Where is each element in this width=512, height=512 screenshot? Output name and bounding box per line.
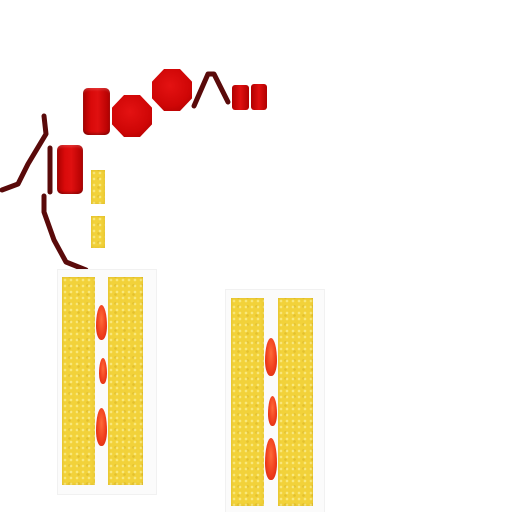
vine-stroke-root	[41, 193, 89, 273]
yellow-small-piece-upper[interactable]	[91, 170, 105, 204]
red-small-piece-left[interactable]	[232, 85, 249, 110]
red-stack-piece[interactable]	[83, 88, 110, 135]
red-small-piece-right[interactable]	[251, 84, 267, 110]
sandwich-left-filling-middle	[99, 358, 107, 384]
red-octagon-piece-top[interactable]	[152, 69, 192, 111]
sandwich-left[interactable]	[58, 270, 156, 494]
sandwich-right-filling-middle	[268, 396, 277, 426]
sandwich-left-bread-left	[62, 277, 95, 485]
sandwich-left-bread-right	[108, 277, 143, 485]
sandwich-right[interactable]	[226, 290, 324, 512]
sandwich-right-bread-left	[231, 298, 264, 506]
sandwich-right-bread-right	[278, 298, 313, 506]
vine-stroke-peak	[191, 71, 231, 109]
sandwich-right-filling-top	[265, 338, 277, 376]
sandwich-left-filling-top	[96, 305, 107, 340]
sandwich-right-filling-bottom	[265, 438, 277, 480]
yellow-small-piece-lower[interactable]	[91, 216, 105, 248]
sandwich-left-filling-bottom	[96, 408, 107, 446]
red-tall-piece[interactable]	[57, 145, 83, 194]
vine-stroke-left	[0, 113, 49, 193]
red-octagon-piece[interactable]	[112, 95, 152, 137]
